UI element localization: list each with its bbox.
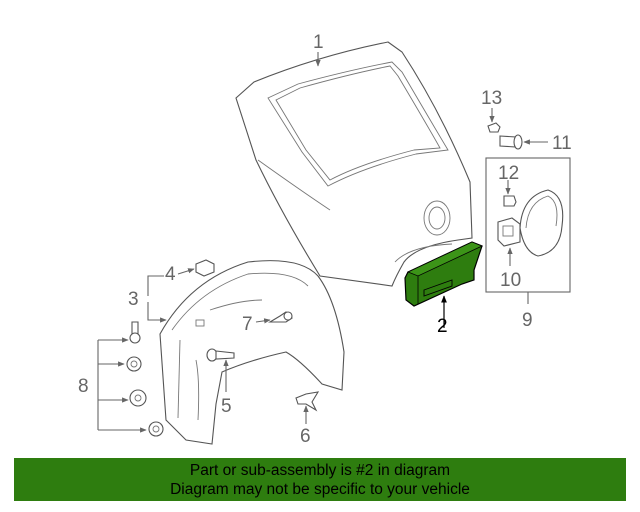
part-11-fastener: [499, 134, 523, 150]
callout-6: 6: [300, 426, 311, 447]
callout-1: 1: [313, 32, 324, 53]
banner-line-1: Part or sub-assembly is #2 in diagram: [189, 461, 451, 479]
fasteners-part-8: [126, 321, 164, 437]
push-pin-part-5: [206, 348, 235, 362]
callout-4: 4: [165, 264, 176, 285]
wheelhouse-liner: [159, 260, 345, 445]
callout-11: 11: [552, 133, 572, 154]
highlighted-part-2: [404, 241, 484, 307]
screw-part-7: [268, 311, 293, 323]
quarter-panel: [235, 41, 473, 287]
callout-13: 13: [481, 88, 502, 109]
callout-9: 9: [522, 310, 533, 331]
info-banner: Part or sub-assembly is #2 in diagram Di…: [14, 458, 626, 501]
callout-10: 10: [500, 270, 521, 291]
banner-line-2: Diagram may not be specific to your vehi…: [170, 480, 470, 498]
callout-7: 7: [242, 314, 253, 335]
parts-diagram: 1 2 3 4 5 6 7 8 9 10 11 12 13: [78, 32, 572, 447]
callout-2: 2: [437, 316, 448, 337]
leader-lines: [97, 52, 548, 433]
retainer-part-6: [295, 391, 320, 412]
callout-12: 12: [498, 163, 519, 184]
fuel-door-part-9: [497, 189, 564, 257]
part-13-cap: [487, 122, 501, 133]
callout-3: 3: [128, 289, 139, 310]
callout-5: 5: [221, 396, 232, 417]
clip-part-4: [195, 259, 215, 277]
callout-8: 8: [78, 376, 89, 397]
